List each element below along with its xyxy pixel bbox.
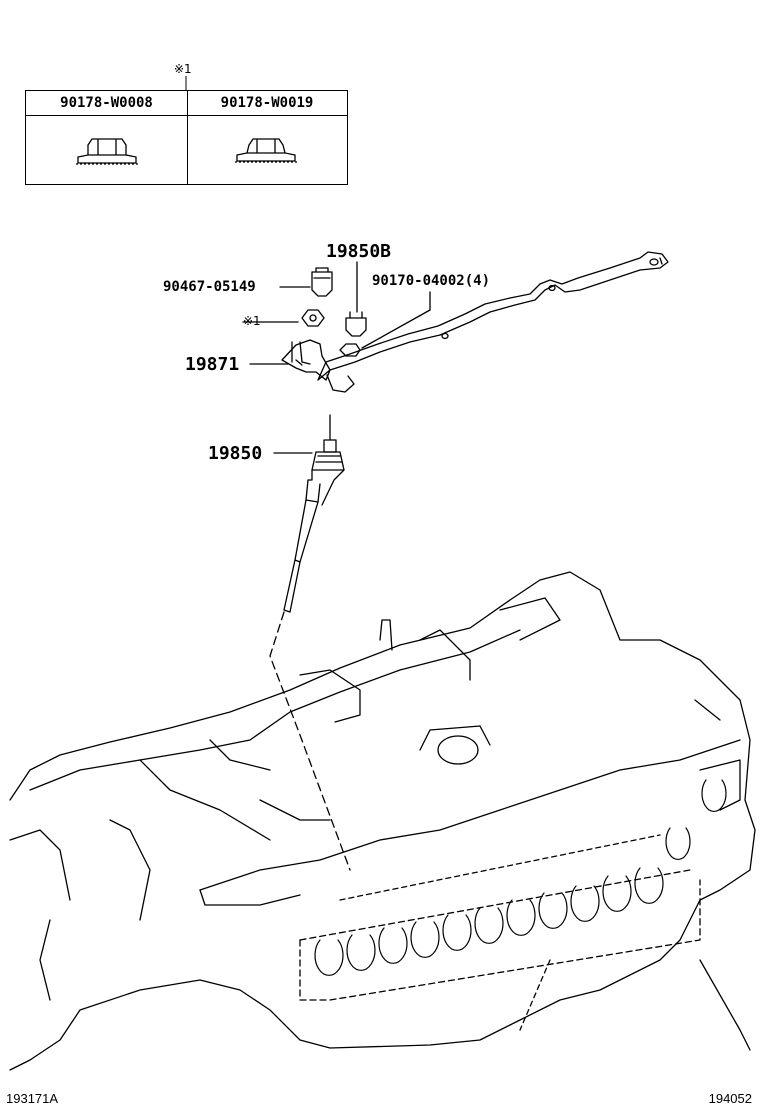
footer-right-code: 194052 bbox=[708, 1091, 752, 1106]
nut-90467-shape bbox=[311, 267, 333, 297]
nut-note1-shape bbox=[301, 309, 325, 327]
label-nut-90170: 90170-04002(4) bbox=[372, 273, 491, 289]
table-divider-vertical bbox=[187, 91, 188, 184]
table-note-leader bbox=[185, 76, 187, 90]
table-header-part-number-2: 90178-W0019 bbox=[220, 95, 314, 111]
footer-left-code: 193171A bbox=[6, 1091, 59, 1106]
label-glow-plug-connector: 19850B bbox=[326, 241, 392, 262]
glow-plug-shape bbox=[283, 414, 345, 613]
label-glow-plug: 19850 bbox=[208, 443, 263, 464]
table-note-mark: ※1 bbox=[174, 62, 192, 76]
flange-nut-icon bbox=[235, 138, 297, 163]
intake-ports bbox=[314, 779, 727, 976]
label-bracket: 19871 bbox=[185, 354, 240, 375]
parts-table: 90178-W0008 90178-W0019 bbox=[25, 90, 348, 185]
label-note-mark-nut: ※1 bbox=[243, 314, 261, 328]
cylinder-head bbox=[9, 571, 756, 1071]
table-header-part-number-1: 90178-W0008 bbox=[60, 95, 153, 111]
label-nut-90467: 90467-05149 bbox=[163, 279, 256, 295]
bracket-part bbox=[281, 339, 331, 381]
nut-90170-shape bbox=[339, 311, 367, 357]
connector-bar bbox=[317, 251, 669, 393]
flange-nut-icon bbox=[76, 138, 138, 165]
table-divider-horizontal bbox=[26, 115, 347, 116]
